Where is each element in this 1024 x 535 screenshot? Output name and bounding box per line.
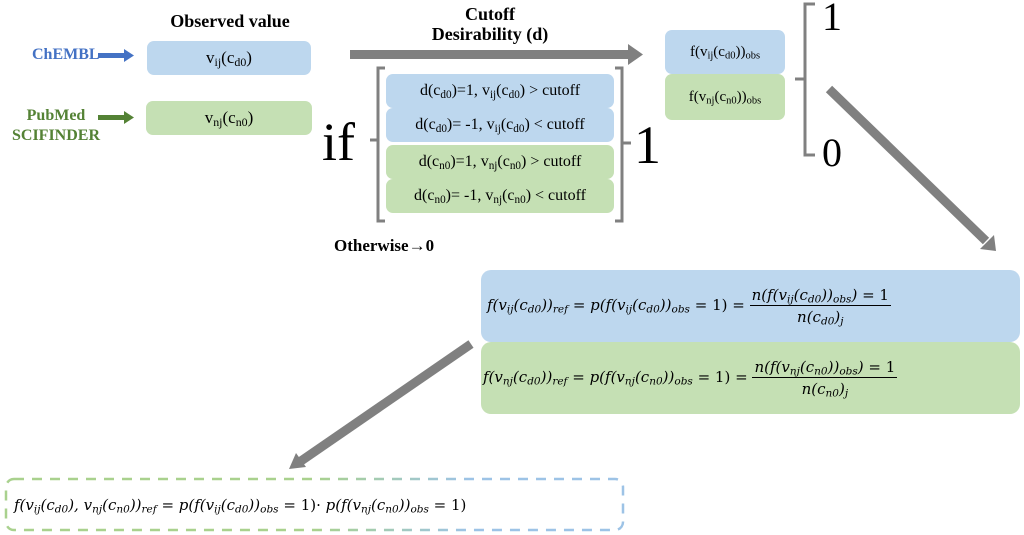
cutoff-title-line1: Cutoff [465,4,515,24]
combined-formula: f(vij(cd0), vnj(cn0))ref = p(f(vij(cd0))… [14,496,467,516]
obs-function-green-text: f(vnj(cn0))obs [688,88,762,107]
observed-value-blue-box: vij(cd0) [147,41,311,75]
pubmed-arrow-icon [98,111,134,124]
combined-formula-dashed-border [4,477,625,532]
ref-formula-green-box: f(vnj(cd0))ref = p(f(vnj(cn0))obs = 1) =… [481,342,1020,414]
combined-formula-box: f(vij(cd0), vnj(cn0))ref = p(f(vij(cd0))… [14,490,466,520]
diagonal-arrow-down-right-icon [825,85,996,251]
diagonal-arrow-down-left-icon [289,340,474,469]
source-pubmed-scifinder: PubMed SCIFINDER [2,106,110,146]
condition-text-3: d(cn0)=1, vnj(cn0) > cutoff [418,153,582,172]
outcome-bracket-icon [795,2,815,157]
observed-value-green-box: vnj(cn0) [146,101,312,135]
condition-text-2: d(cd0)= -1, vij(cd0) < cutoff [415,116,585,135]
condition-box-1: d(cd0)=1, vij(cd0) > cutoff [386,74,614,108]
source-pubmed: PubMed [26,107,86,124]
cutoff-arrow-icon [350,44,643,65]
if-label: if [322,112,355,172]
condition-box-2: d(cd0)= -1, vij(cd0) < cutoff [386,108,614,142]
ref-formula-blue-box: f(vij(cd0))ref = p(f(vij(cd0))obs = 1) =… [481,270,1020,342]
cutoff-desirability-title: Cutoff Desirability (d) [390,4,590,44]
cutoff-title-line2: Desirability (d) [431,24,549,44]
obs-function-green-box: f(vnj(cn0))obs [665,74,785,120]
condition-result-label: 1 [634,115,661,175]
condition-box-4: d(cn0)= -1, vnj(cn0) < cutoff [386,179,614,213]
observed-value-blue-text: vij(cd0) [206,48,252,69]
condition-text-1: d(cd0)=1, vij(cd0) > cutoff [419,82,581,101]
condition-box-3: d(cn0)=1, vnj(cn0) > cutoff [386,145,614,179]
condition-text-4: d(cn0)= -1, vnj(cn0) < cutoff [414,187,586,206]
left-bracket-icon [370,66,385,223]
ref-formula-green: f(vnj(cd0))ref = p(f(vnj(cn0))obs = 1) =… [483,358,898,400]
otherwise-label: Otherwise→0 [334,236,435,255]
observed-value-green-text: vnj(cn0) [204,108,254,129]
chembl-arrow-icon [98,49,134,62]
outcome-zero-label: 0 [822,130,842,175]
outcome-one-label: 1 [822,0,842,39]
obs-function-blue-box: f(vij(cd0))obs [665,30,785,74]
source-scifinder: SCIFINDER [11,127,100,144]
observed-value-title: Observed value [170,11,290,31]
right-bracket-icon [615,66,631,223]
obs-function-blue-text: f(vij(cd0))obs [689,43,761,62]
ref-formula-blue: f(vij(cd0))ref = p(f(vij(cd0))obs = 1) =… [487,286,891,328]
source-chembl: ChEMBL [32,46,100,63]
